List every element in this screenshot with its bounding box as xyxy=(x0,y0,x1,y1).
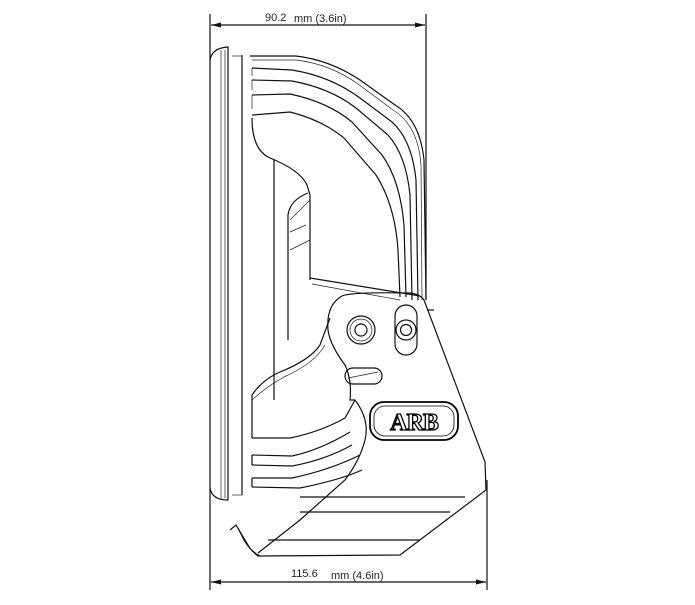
adjust-bolt-icon xyxy=(394,304,418,356)
arb-logo-badge: ARB xyxy=(369,401,459,441)
bracket-slot xyxy=(344,367,383,385)
top-dimension-value: 90.2 xyxy=(265,12,286,24)
bottom-dimension-unit: mm (4.6in) xyxy=(331,570,384,582)
bolt-head-icon xyxy=(346,315,376,345)
housing-bottom-fins xyxy=(251,317,363,489)
housing-top-fins xyxy=(250,55,427,400)
bottom-dimension: 115.6 mm (4.6in) xyxy=(211,568,486,585)
lens-bezel xyxy=(209,46,243,501)
top-dimension-unit: mm (3.6in) xyxy=(294,13,347,25)
arb-logo-text: ARB xyxy=(390,410,439,436)
top-dimension: 90.2 mm (3.6in) xyxy=(211,12,425,28)
mounting-bracket xyxy=(229,292,487,557)
slot-shading xyxy=(347,371,379,379)
bottom-dimension-value: 115.6 xyxy=(291,568,318,580)
